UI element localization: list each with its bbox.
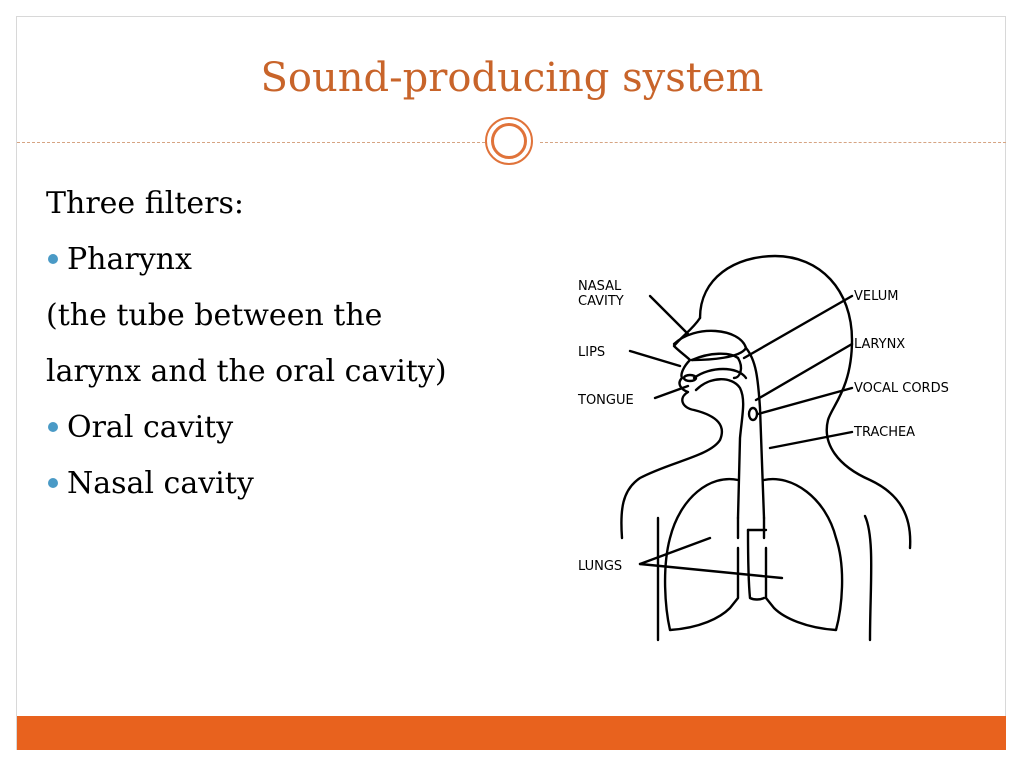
- body-bullet: Oral cavity: [46, 400, 526, 456]
- label-larynx: LARYNX: [854, 337, 905, 352]
- vocal-tract-diagram: NASAL CAVITY LIPS TONGUE LUNGS VELUM LAR…: [570, 248, 990, 648]
- label-vocal-cords: VOCAL CORDS: [854, 381, 949, 396]
- title-divider-left: [17, 142, 485, 143]
- body-text: Oral cavity: [67, 410, 234, 445]
- body-bullet: Nasal cavity: [46, 456, 526, 512]
- label-velum: VELUM: [854, 289, 898, 304]
- bullet-dot-icon: [48, 254, 58, 264]
- body-text: Nasal cavity: [67, 466, 254, 501]
- title-divider-right: [540, 142, 1006, 143]
- body-text: Three filters:: [46, 186, 244, 221]
- label-nasal-line1: NASAL: [578, 279, 622, 294]
- slide-body: Three filters: Pharynx (the tube between…: [46, 176, 526, 512]
- label-trachea: TRACHEA: [853, 425, 915, 440]
- body-text: (the tube between the: [46, 298, 383, 333]
- label-lungs: LUNGS: [578, 559, 622, 574]
- body-text: larynx and the oral cavity): [46, 354, 447, 389]
- body-line: Three filters:: [46, 176, 526, 232]
- label-tongue: TONGUE: [577, 393, 634, 408]
- bullet-dot-icon: [48, 422, 58, 432]
- vocal-tract-illustration: NASAL CAVITY LIPS TONGUE LUNGS VELUM LAR…: [577, 254, 949, 642]
- ring-ornament-icon: [485, 117, 533, 165]
- label-lips: LIPS: [578, 345, 605, 360]
- body-line: larynx and the oral cavity): [46, 344, 526, 400]
- slide-title: Sound-producing system: [260, 55, 764, 101]
- bullet-dot-icon: [48, 478, 58, 488]
- body-bullet: Pharynx: [46, 232, 526, 288]
- body-line: (the tube between the: [46, 288, 526, 344]
- label-nasal-line2: CAVITY: [578, 294, 624, 309]
- footer-accent-bar: [17, 716, 1006, 750]
- body-text: Pharynx: [67, 242, 192, 277]
